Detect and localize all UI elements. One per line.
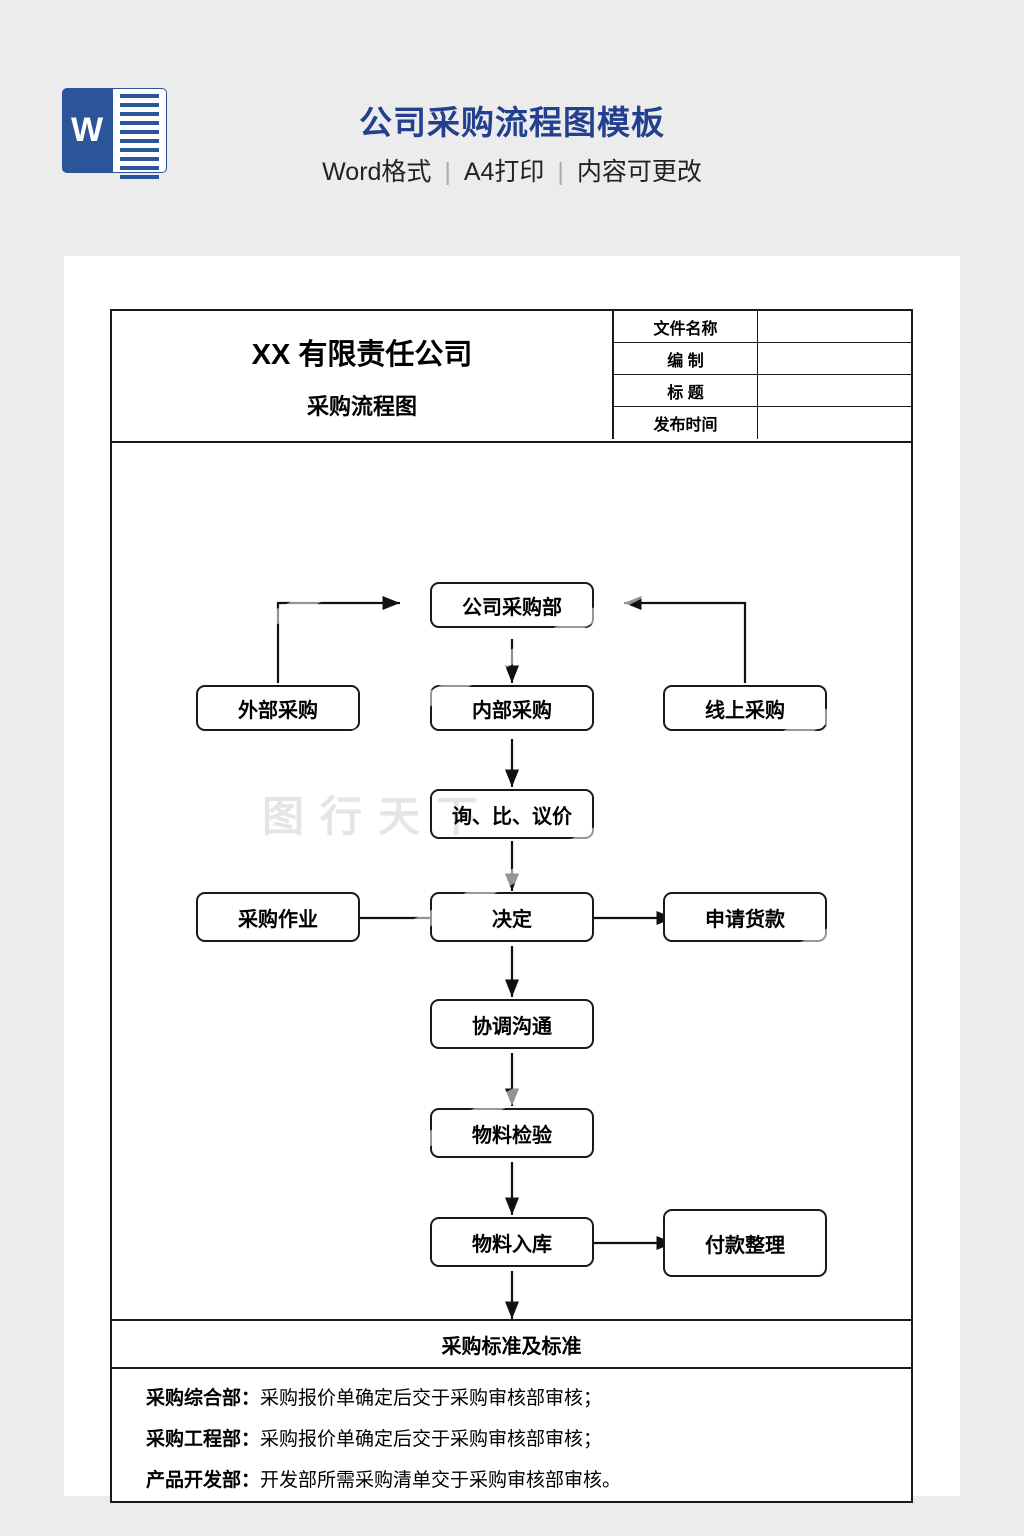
flowchart-edges bbox=[276, 595, 747, 1319]
node-material-inspection[interactable]: 物料检验 bbox=[430, 1108, 594, 1158]
meta-value-author[interactable] bbox=[758, 343, 913, 374]
meta-label-filename: 文件名称 bbox=[614, 311, 758, 342]
metadata-table: 文件名称 编 制 标 题 发布时间 bbox=[612, 311, 913, 439]
table-row: 编 制 bbox=[614, 343, 913, 375]
meta-label-author: 编 制 bbox=[614, 343, 758, 374]
meta-label-release-date: 发布时间 bbox=[614, 407, 758, 439]
standards-dept: 采购综合部： bbox=[146, 1388, 261, 1409]
standards-text: 采购报价单确定后交于采购审核部审核； bbox=[260, 1388, 603, 1409]
meta-label-subject: 标 题 bbox=[614, 375, 758, 406]
subtitle-print: A4打印 bbox=[463, 158, 545, 186]
standards-text: 采购报价单确定后交于采购审核部审核； bbox=[260, 1429, 603, 1450]
node-payment-settlement[interactable]: 付款整理 bbox=[663, 1209, 827, 1277]
subtitle-editable: 内容可更改 bbox=[576, 158, 702, 186]
standards-dept: 采购工程部： bbox=[146, 1429, 261, 1450]
node-external-purchase[interactable]: 外部采购 bbox=[196, 685, 360, 731]
standards-heading: 采购标准及标准 bbox=[112, 1321, 911, 1369]
meta-value-filename[interactable] bbox=[758, 311, 913, 342]
page-header: W 公司采购流程图模板 Word格式 | A4打印 | 内容可更改 bbox=[0, 0, 1024, 248]
node-internal-purchase[interactable]: 内部采购 bbox=[430, 685, 594, 731]
table-row: 文件名称 bbox=[614, 311, 913, 343]
flowchart-document: XX 有限责任公司 采购流程图 文件名称 编 制 标 题 发布时间 bbox=[110, 309, 913, 1503]
table-row: 标 题 bbox=[614, 375, 913, 407]
title-left: XX 有限责任公司 采购流程图 bbox=[112, 311, 612, 439]
standards-line: 产品开发部：开发部所需采购清单交于采购审核部审核。 bbox=[146, 1465, 911, 1492]
node-inquiry-compare-negotiate[interactable]: 询、比、议价 bbox=[430, 789, 594, 839]
node-decision[interactable]: 决定 bbox=[430, 892, 594, 942]
meta-value-release-date[interactable] bbox=[758, 407, 913, 439]
node-apply-payment[interactable]: 申请货款 bbox=[663, 892, 827, 942]
document-title: 采购流程图 bbox=[306, 394, 417, 419]
watermark: 图行天下 bbox=[112, 443, 911, 1319]
standards-dept: 产品开发部： bbox=[146, 1470, 261, 1491]
standards-text: 开发部所需采购清单交于采购审核部审核。 bbox=[260, 1470, 622, 1491]
node-coordinate-communicate[interactable]: 协调沟通 bbox=[430, 999, 594, 1049]
company-name: XX 有限责任公司 bbox=[251, 339, 473, 371]
node-company-purchasing-dept[interactable]: 公司采购部 bbox=[430, 582, 594, 628]
word-logo-icon: W bbox=[62, 88, 167, 179]
standards-line: 采购综合部：采购报价单确定后交于采购审核部审核； bbox=[146, 1383, 911, 1410]
table-row: 发布时间 bbox=[614, 407, 913, 439]
subtitle-separator-1: | bbox=[444, 158, 451, 186]
subtitle-separator-2: | bbox=[557, 158, 564, 186]
document-title-block: XX 有限责任公司 采购流程图 文件名称 编 制 标 题 发布时间 bbox=[112, 311, 913, 443]
word-logo-letter: W bbox=[70, 111, 104, 149]
node-online-purchase[interactable]: 线上采购 bbox=[663, 685, 827, 731]
standards-line: 采购工程部：采购报价单确定后交于采购审核部审核； bbox=[146, 1424, 911, 1451]
page-subtitle: Word格式 | A4打印 | 内容可更改 bbox=[0, 152, 1024, 188]
node-purchase-operation[interactable]: 采购作业 bbox=[196, 892, 360, 942]
page-title: 公司采购流程图模板 bbox=[359, 104, 665, 141]
flowchart-canvas: 公司采购部 外部采购 内部采购 线上采购 询、比、议价 采购作业 决定 申请货款… bbox=[112, 443, 911, 1321]
subtitle-format: Word格式 bbox=[322, 158, 432, 186]
meta-value-subject[interactable] bbox=[758, 375, 913, 406]
node-material-warehousing[interactable]: 物料入库 bbox=[430, 1217, 594, 1267]
standards-body: 采购综合部：采购报价单确定后交于采购审核部审核； 采购工程部：采购报价单确定后交… bbox=[112, 1369, 911, 1492]
